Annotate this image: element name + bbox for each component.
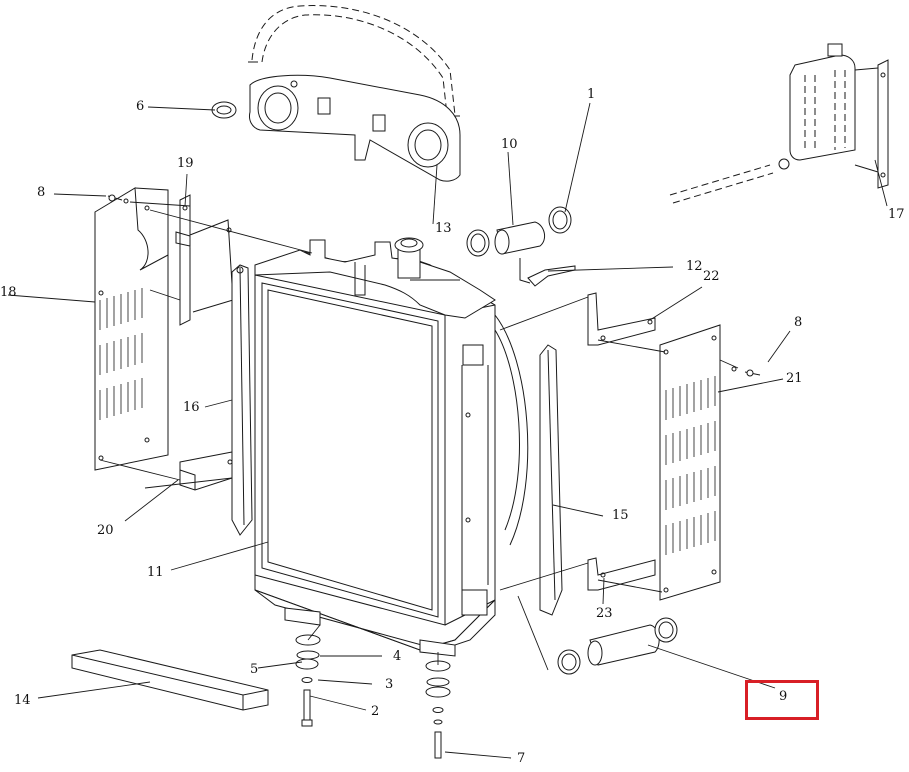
part-17-expansion-tank	[669, 43, 889, 204]
callout-6: 6	[136, 99, 145, 114]
part-23-bracket	[587, 557, 656, 591]
part-9-lower-hose	[557, 617, 678, 675]
callout-23: 23	[596, 606, 613, 621]
callout-15: 15	[612, 508, 629, 523]
part-21-right-side-panel	[659, 324, 721, 601]
assembly-guide-lines	[99, 201, 739, 671]
part-13-shroud-plate	[249, 74, 461, 182]
callout-5: 5	[250, 662, 259, 677]
callout-3: 3	[385, 677, 394, 692]
callout-leader-lines	[7, 102, 888, 759]
left-mount-stack	[295, 634, 321, 727]
right-mount-stack	[425, 660, 451, 759]
radiator-top-tank	[254, 237, 496, 319]
callout-4: 4	[393, 649, 402, 664]
callout-13: 13	[435, 221, 452, 236]
callout-2: 2	[371, 704, 380, 719]
callout-19: 19	[177, 156, 194, 171]
callout-18: 18	[0, 285, 17, 300]
callout-12: 12	[686, 259, 703, 274]
callout-8-right: 8	[794, 315, 803, 330]
callout-1: 1	[587, 87, 596, 102]
callout-17: 17	[888, 207, 905, 222]
callout-21: 21	[786, 371, 803, 386]
callout-8-left: 8	[37, 185, 46, 200]
callout-16: 16	[183, 400, 200, 415]
part-8-bolt-left	[107, 194, 129, 204]
part-11-radiator-core	[254, 251, 529, 651]
callout-9: 9	[779, 689, 788, 704]
part-10-upper-hose	[466, 206, 572, 257]
callout-20: 20	[97, 523, 114, 538]
part-6-grommet	[211, 101, 237, 119]
highlight-box-part-9	[745, 680, 819, 720]
callout-22: 22	[703, 269, 720, 284]
part-14-foam-block	[71, 649, 269, 711]
radiator-bottom-tank	[254, 589, 496, 657]
callout-14: 14	[14, 693, 31, 708]
part-20-bracket	[179, 451, 233, 491]
part-18-left-side-panel	[94, 187, 169, 471]
part-12-drain-pipe	[519, 258, 576, 287]
callout-11: 11	[147, 565, 164, 580]
part-22-bracket	[587, 292, 656, 346]
callout-10: 10	[501, 137, 518, 152]
callout-7: 7	[517, 751, 526, 766]
part-16-left-seal	[231, 264, 253, 536]
part-8-bolt-right	[731, 366, 761, 377]
part-15-right-seal	[539, 344, 563, 616]
part-19-bracket	[175, 194, 234, 326]
